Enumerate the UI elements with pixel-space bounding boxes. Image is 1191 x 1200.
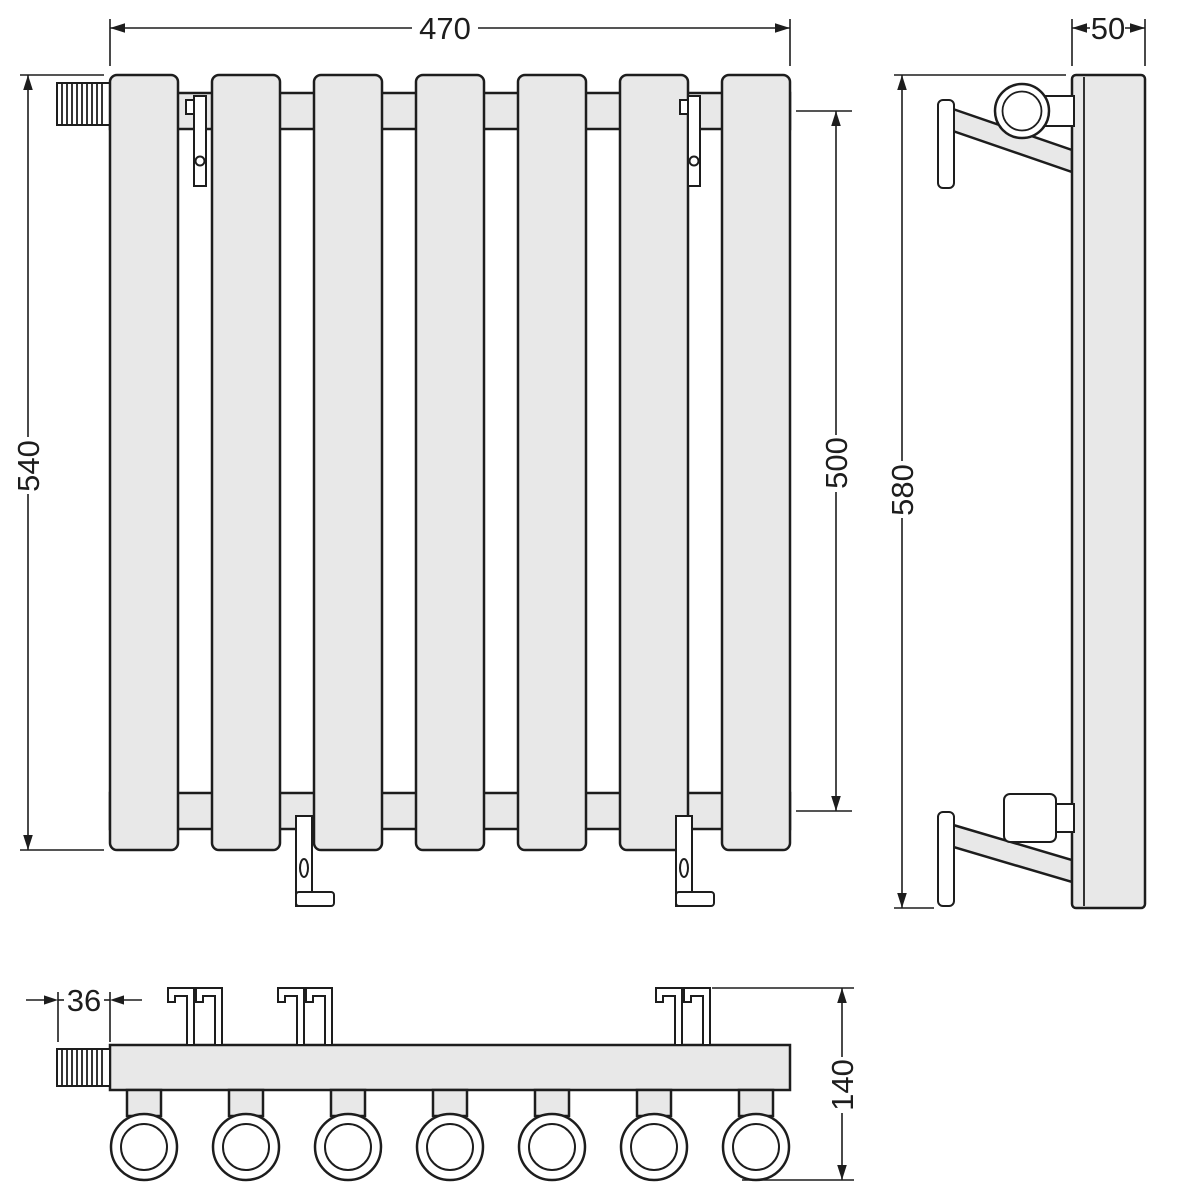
bracket-screw-hole xyxy=(688,155,700,167)
dimension-label-side-height: 580 xyxy=(885,464,920,516)
tube-inner xyxy=(732,1123,780,1171)
front-panels xyxy=(108,73,792,852)
tube-stub xyxy=(533,1088,571,1118)
arrowhead xyxy=(831,796,841,811)
bracket-strip xyxy=(193,95,207,187)
dimension-label-side-depth: 50 xyxy=(1091,11,1125,46)
bracket-strip xyxy=(687,95,701,187)
valve-head-inner xyxy=(1001,90,1043,132)
arrowhead xyxy=(23,75,33,90)
tube-stub xyxy=(737,1088,775,1118)
tube-inner xyxy=(120,1123,168,1171)
mounting-hook xyxy=(655,987,683,1046)
dimension-connection-height: 500 xyxy=(796,110,854,812)
side-bracket-top-plate xyxy=(937,99,955,189)
mounting-hook xyxy=(167,987,195,1046)
side-view xyxy=(937,73,1147,910)
side-bracket-bottom-plate xyxy=(937,811,955,907)
arrowhead xyxy=(831,111,841,126)
arrowhead xyxy=(897,893,907,908)
arrowhead xyxy=(897,75,907,90)
valve-bottom xyxy=(56,1048,111,1087)
dimension-total-depth: 140 xyxy=(712,987,860,1181)
tube-inner xyxy=(426,1123,474,1171)
radiator-panel xyxy=(720,73,792,852)
radiator-panel xyxy=(210,73,282,852)
dimension-label-connection-height: 500 xyxy=(819,437,854,489)
arrowhead xyxy=(775,23,790,33)
bracket-screw-hole xyxy=(194,155,206,167)
tube-stub xyxy=(431,1088,469,1118)
radiator-panel xyxy=(108,73,180,852)
dimension-label-total-depth: 140 xyxy=(825,1059,860,1111)
mounting-hook xyxy=(305,987,333,1046)
dimension-front-height: 540 xyxy=(11,74,104,851)
tube-inner xyxy=(528,1123,576,1171)
bracket-foot xyxy=(295,891,335,907)
bracket-foot xyxy=(675,891,715,907)
bracket-slot xyxy=(299,858,309,878)
arrowhead xyxy=(1072,23,1087,33)
collector-bar xyxy=(108,1043,792,1092)
tube-stubs xyxy=(125,1088,775,1118)
arrowhead xyxy=(837,1165,847,1180)
mounting-hooks xyxy=(167,987,711,1046)
tube-inner xyxy=(222,1123,270,1171)
arrowhead xyxy=(837,988,847,1003)
valve-ribs xyxy=(61,1049,103,1086)
dimension-front-width: 470 xyxy=(109,11,791,66)
arrowhead xyxy=(23,835,33,850)
dimension-side-depth: 50 xyxy=(1071,11,1146,66)
mounting-hook xyxy=(195,987,223,1046)
tube-stub xyxy=(329,1088,367,1118)
wall-bracket-top-left xyxy=(185,95,207,187)
wall-bracket-top-right xyxy=(679,95,701,187)
bracket-slot xyxy=(679,858,689,878)
dimension-label-front-width: 470 xyxy=(419,11,471,46)
dimension-label-valve-length: 36 xyxy=(67,983,101,1018)
tube-stub xyxy=(125,1088,163,1118)
front-view xyxy=(56,73,792,907)
dimension-valve-length: 36 xyxy=(26,983,142,1042)
tube-sections xyxy=(109,1112,791,1182)
tube-stub xyxy=(635,1088,673,1118)
tube-stub xyxy=(227,1088,265,1118)
bottom-view xyxy=(56,987,792,1182)
mounting-hook xyxy=(277,987,305,1046)
valve-ribs xyxy=(61,83,103,125)
wall-bracket-bottom-left xyxy=(295,815,335,907)
radiator-panel xyxy=(312,73,384,852)
wall-bracket-bottom-right xyxy=(675,815,715,907)
radiator-panel xyxy=(618,73,690,852)
bottom-connector-block xyxy=(1003,793,1057,843)
arrowhead xyxy=(44,995,58,1005)
valve-front xyxy=(56,82,111,126)
arrowhead xyxy=(1130,23,1145,33)
dimension-label-front-height: 540 xyxy=(11,440,46,492)
radiator-panel xyxy=(516,73,588,852)
mounting-hook xyxy=(683,987,711,1046)
arrowhead xyxy=(110,995,124,1005)
radiator-panel xyxy=(414,73,486,852)
tube-inner xyxy=(630,1123,678,1171)
arrowhead xyxy=(110,23,125,33)
dimension-side-height: 580 xyxy=(885,74,1066,909)
tube-inner xyxy=(324,1123,372,1171)
side-panel-profile xyxy=(1070,73,1147,910)
